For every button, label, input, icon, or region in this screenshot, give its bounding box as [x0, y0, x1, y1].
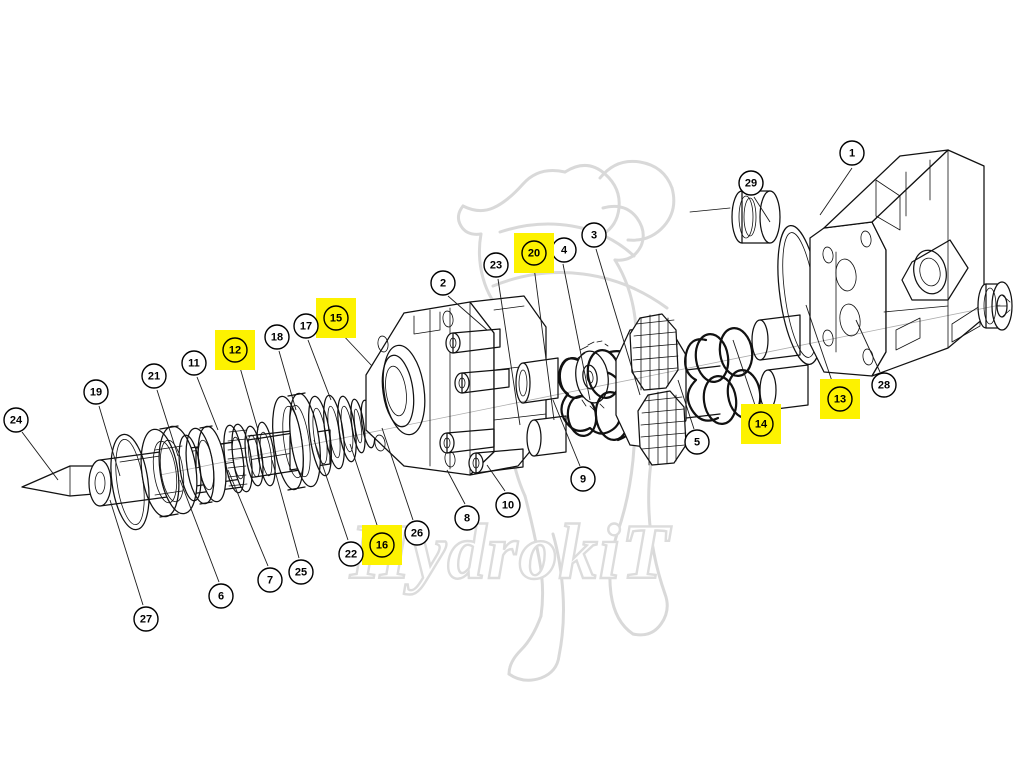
callout-leader-25 — [271, 459, 300, 559]
callout-bubble-12[interactable] — [222, 337, 248, 363]
callout-22[interactable]: 22 — [313, 439, 364, 567]
part-seal-7 — [244, 425, 264, 487]
callout-bubble-5[interactable] — [684, 429, 710, 455]
part-needle-bearing-12 — [223, 423, 253, 494]
callout-bubble-21[interactable] — [141, 363, 167, 389]
callout-3[interactable]: 3 — [581, 222, 641, 396]
callout-27[interactable]: 27 — [109, 499, 159, 632]
callout-18[interactable]: 18 — [264, 324, 297, 411]
part-bushings-14 — [751, 314, 809, 411]
callout-6[interactable]: 6 — [179, 479, 234, 609]
callout-bubble-4[interactable] — [551, 237, 577, 263]
callout-leader-23 — [497, 278, 521, 426]
callout-bubble-13[interactable] — [827, 386, 853, 412]
callout-leader-2 — [447, 295, 488, 331]
callout-leader-7 — [227, 469, 269, 567]
callout-leader-28 — [855, 319, 881, 373]
callout-bubble-7[interactable] — [257, 567, 283, 593]
callout-20[interactable]: 20 — [514, 233, 555, 421]
callout-7[interactable]: 7 — [227, 469, 283, 593]
callout-bubble-28[interactable] — [871, 372, 897, 398]
callout-25[interactable]: 25 — [271, 459, 314, 585]
callout-leader-3 — [595, 248, 641, 396]
callout-5[interactable]: 5 — [677, 379, 710, 455]
part-washer-6 — [178, 434, 202, 502]
callout-10[interactable]: 10 — [486, 464, 521, 518]
callout-bubble-25[interactable] — [288, 559, 314, 585]
callout-bubble-16[interactable] — [369, 532, 395, 558]
callout-bubble-29[interactable] — [738, 170, 764, 196]
callout-bubble-8[interactable] — [454, 505, 480, 531]
callout-bubble-23[interactable] — [483, 252, 509, 278]
callout-leader-9 — [552, 399, 581, 467]
callout-bubble-18[interactable] — [264, 324, 290, 350]
part-bushing-23 — [515, 357, 567, 457]
callout-9[interactable]: 9 — [552, 399, 596, 492]
callout-leader-20 — [533, 266, 555, 421]
callout-leader-6 — [179, 479, 220, 583]
callout-leader-16 — [349, 443, 380, 532]
callout-leader-17 — [307, 339, 332, 401]
part-rear-housing-1 — [809, 149, 985, 377]
callout-14[interactable]: 14 — [732, 339, 781, 444]
callout-19[interactable]: 19 — [83, 379, 121, 477]
callout-12[interactable]: 12 — [215, 330, 259, 431]
callout-leader-18 — [278, 350, 297, 411]
part-end-plug — [977, 281, 1013, 331]
callout-11[interactable]: 11 — [181, 350, 219, 431]
callout-29[interactable]: 29 — [738, 170, 771, 223]
callout-bubble-6[interactable] — [208, 583, 234, 609]
part-ball-bearing-21 — [140, 425, 198, 518]
callout-leader-1 — [819, 167, 853, 216]
callout-bubble-26[interactable] — [404, 520, 430, 546]
callout-leader-8 — [446, 469, 466, 505]
callout-4[interactable]: 4 — [551, 237, 591, 401]
callout-leader-21 — [156, 389, 179, 457]
callout-leader-22 — [313, 439, 349, 541]
part-cap-29 — [689, 190, 781, 244]
callout-16[interactable]: 16 — [349, 443, 402, 565]
part-gear-set-3 — [615, 313, 721, 466]
callout-bubble-9[interactable] — [570, 466, 596, 492]
callout-2[interactable]: 2 — [430, 270, 488, 331]
callout-leader-19 — [98, 405, 121, 477]
callout-bubble-22[interactable] — [338, 541, 364, 567]
callout-leader-5 — [677, 379, 695, 430]
part-bolts-8-10 — [439, 328, 524, 474]
callout-leader-24 — [21, 431, 59, 481]
callout-8[interactable]: 8 — [446, 469, 480, 531]
callout-bubble-2[interactable] — [430, 270, 456, 296]
callout-23[interactable]: 23 — [483, 252, 521, 426]
callout-leader-4 — [562, 263, 591, 401]
callout-bubble-11[interactable] — [181, 350, 207, 376]
callout-bubble-15[interactable] — [323, 305, 349, 331]
callout-bubble-27[interactable] — [133, 606, 159, 632]
callout-leader-11 — [196, 376, 219, 431]
callout-leader-10 — [486, 464, 506, 492]
callout-leader-13 — [805, 304, 835, 388]
callout-bubble-14[interactable] — [748, 411, 774, 437]
callout-28[interactable]: 28 — [855, 319, 897, 398]
callout-bubble-1[interactable] — [839, 140, 865, 166]
callout-leader-29 — [753, 196, 771, 223]
callout-bubble-19[interactable] — [83, 379, 109, 405]
callout-bubble-20[interactable] — [521, 240, 547, 266]
callout-leader-14 — [732, 339, 758, 412]
callout-leader-27 — [109, 499, 144, 606]
callout-bubble-10[interactable] — [495, 492, 521, 518]
callout-bubble-17[interactable] — [293, 313, 319, 339]
callout-leader-26 — [381, 427, 414, 521]
callout-leader-12 — [238, 363, 259, 431]
callout-bubble-24[interactable] — [3, 407, 29, 433]
part-oring-26 — [350, 398, 366, 454]
callout-15[interactable]: 15 — [316, 298, 373, 367]
callout-1[interactable]: 1 — [819, 140, 865, 216]
callout-24[interactable]: 24 — [3, 407, 59, 481]
callout-bubble-3[interactable] — [581, 222, 607, 248]
callout-21[interactable]: 21 — [141, 363, 179, 457]
callout-13[interactable]: 13 — [805, 304, 860, 419]
part-seal-25 — [256, 421, 276, 487]
